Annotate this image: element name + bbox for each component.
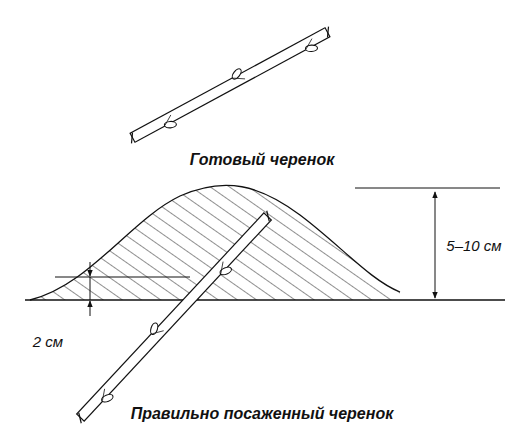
caption: Готовый черенок [190, 151, 335, 169]
node-ring [221, 262, 223, 274]
bud [164, 121, 176, 128]
node-ring [152, 331, 163, 334]
ready-cutting [132, 27, 329, 144]
ground-line [25, 299, 505, 300]
dimension-label: 2 см [31, 333, 65, 350]
node-ring [102, 389, 104, 401]
node-ring [306, 39, 312, 49]
node-ring [165, 115, 171, 125]
dimension-label: 5–10 см [444, 237, 503, 254]
cut-end [131, 133, 133, 144]
cutting-fill [133, 33, 327, 138]
planted-cutting [79, 211, 270, 424]
cutting-stem [80, 216, 268, 418]
caption: Правильно посаженный черенок [131, 405, 394, 423]
cut-end [327, 27, 329, 38]
node-ring [233, 78, 245, 80]
cut-end [267, 211, 270, 222]
cutting-fill [81, 217, 267, 417]
cutting-stem [132, 32, 328, 138]
cut-end [79, 413, 82, 424]
bud [305, 45, 317, 52]
dimension-depth [55, 262, 190, 316]
